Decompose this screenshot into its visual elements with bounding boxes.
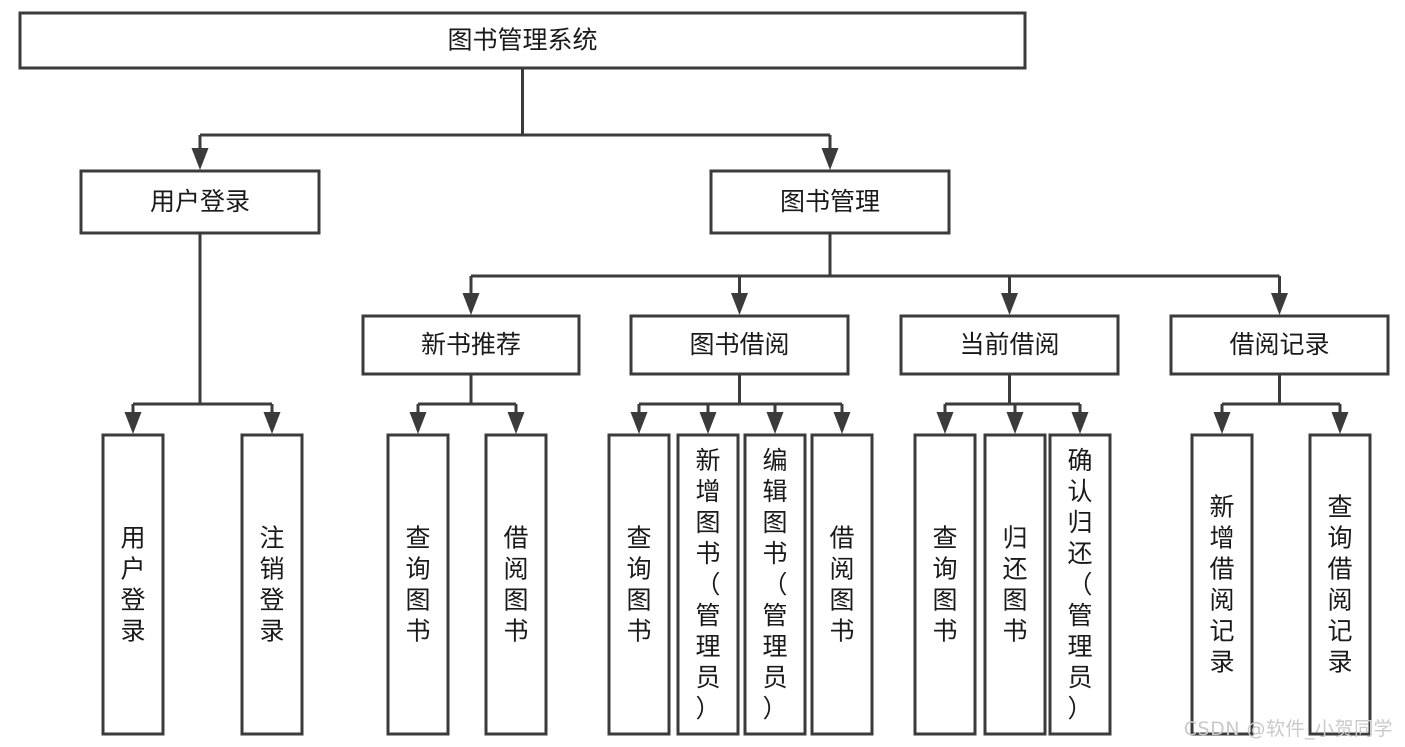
node-box[interactable] xyxy=(810,433,874,736)
node-label: 编辑图书（管理员） xyxy=(762,446,787,723)
node-leaf-query-book-3[interactable]: 查询图书 xyxy=(913,433,977,736)
arrow-head-icon xyxy=(1331,412,1349,434)
node-borrow-record[interactable]: 借阅记录 xyxy=(1169,314,1390,376)
node-label: 查询图书 xyxy=(932,524,957,646)
node-label: 注销登录 xyxy=(259,524,284,646)
arrow-head-icon xyxy=(1001,293,1018,315)
node-box[interactable] xyxy=(101,433,165,736)
connector-group xyxy=(1213,374,1349,434)
node-box[interactable] xyxy=(743,433,807,736)
arrow-head-icon xyxy=(630,412,648,434)
node-box[interactable] xyxy=(607,433,671,736)
node-label: 图书借阅 xyxy=(689,330,789,359)
connector-group xyxy=(409,374,525,434)
node-leaf-add-record[interactable]: 新增借阅记录 xyxy=(1190,433,1254,736)
connector-group xyxy=(462,233,1288,315)
node-box[interactable] xyxy=(18,11,1027,70)
node-current-borrow[interactable]: 当前借阅 xyxy=(899,314,1120,376)
arrow-head-icon xyxy=(821,148,839,170)
node-box[interactable] xyxy=(1308,433,1372,736)
arrow-head-icon xyxy=(936,412,954,434)
node-leaf-logout[interactable]: 注销登录 xyxy=(240,433,304,736)
node-user-login[interactable]: 用户登录 xyxy=(79,169,321,235)
arrow-head-icon xyxy=(1271,293,1288,315)
node-leaf-borrow-book-2[interactable]: 借阅图书 xyxy=(810,433,874,736)
node-label: 用户登录 xyxy=(120,524,145,646)
node-box[interactable] xyxy=(899,314,1120,376)
node-label: 借阅图书 xyxy=(503,524,528,646)
arrow-head-icon xyxy=(1006,412,1024,434)
node-new-book-recommend[interactable]: 新书推荐 xyxy=(361,314,581,376)
node-root[interactable]: 图书管理系统 xyxy=(18,11,1027,70)
node-leaf-borrow-book-1[interactable]: 借阅图书 xyxy=(484,433,548,736)
node-label: 查询图书 xyxy=(626,524,651,646)
node-box[interactable] xyxy=(484,433,548,736)
arrow-head-icon xyxy=(833,412,851,434)
node-label: 用户登录 xyxy=(150,187,250,216)
arrow-head-icon xyxy=(1213,412,1231,434)
node-label: 查询借阅记录 xyxy=(1327,493,1352,677)
arrow-head-icon xyxy=(263,412,281,434)
node-box[interactable] xyxy=(1048,433,1112,736)
node-book-manage[interactable]: 图书管理 xyxy=(709,169,951,235)
node-label: 归还图书 xyxy=(1002,524,1027,646)
node-box[interactable] xyxy=(629,314,850,376)
connector-group xyxy=(936,374,1089,434)
connector-group xyxy=(630,374,851,434)
node-box[interactable] xyxy=(983,433,1047,736)
node-box[interactable] xyxy=(1190,433,1254,736)
node-label: 查询图书 xyxy=(405,524,430,646)
node-leaf-user-login[interactable]: 用户登录 xyxy=(101,433,165,736)
node-leaf-confirm-return[interactable]: 确认归还（管理员） xyxy=(1048,433,1112,736)
node-label: 新增借阅记录 xyxy=(1209,493,1234,677)
connector-layer xyxy=(124,68,1349,434)
node-label: 新增图书（管理员） xyxy=(695,446,720,723)
arrow-head-icon xyxy=(731,293,748,315)
node-leaf-query-record[interactable]: 查询借阅记录 xyxy=(1308,433,1372,736)
node-leaf-edit-book[interactable]: 编辑图书（管理员） xyxy=(743,433,807,736)
node-label: 确认归还（管理员） xyxy=(1067,446,1092,723)
node-label: 当前借阅 xyxy=(959,330,1059,359)
arrow-head-icon xyxy=(699,412,717,434)
node-label: 借阅图书 xyxy=(829,524,854,646)
node-leaf-query-book-2[interactable]: 查询图书 xyxy=(607,433,671,736)
arrow-head-icon xyxy=(766,412,784,434)
connector-group xyxy=(191,68,839,170)
node-layer: 图书管理系统用户登录图书管理新书推荐图书借阅当前借阅借阅记录用户登录注销登录查询… xyxy=(18,11,1390,736)
arrow-head-icon xyxy=(1071,412,1089,434)
node-box[interactable] xyxy=(386,433,450,736)
node-book-borrow[interactable]: 图书借阅 xyxy=(629,314,850,376)
node-box[interactable] xyxy=(1169,314,1390,376)
arrow-head-icon xyxy=(191,148,209,170)
node-label: 借阅记录 xyxy=(1229,330,1329,359)
node-box[interactable] xyxy=(676,433,740,736)
node-leaf-return-book[interactable]: 归还图书 xyxy=(983,433,1047,736)
node-box[interactable] xyxy=(709,169,951,235)
arrow-head-icon xyxy=(507,412,525,434)
node-leaf-add-book[interactable]: 新增图书（管理员） xyxy=(676,433,740,736)
arrow-head-icon xyxy=(462,293,480,315)
connector-group xyxy=(124,233,281,434)
node-box[interactable] xyxy=(79,169,321,235)
node-label: 图书管理 xyxy=(780,187,880,216)
node-label: 图书管理系统 xyxy=(447,26,597,55)
arrow-head-icon xyxy=(409,412,427,434)
node-leaf-query-book-1[interactable]: 查询图书 xyxy=(386,433,450,736)
node-box[interactable] xyxy=(240,433,304,736)
node-label: 新书推荐 xyxy=(421,330,521,359)
node-box[interactable] xyxy=(913,433,977,736)
node-box[interactable] xyxy=(361,314,581,376)
arrow-head-icon xyxy=(124,412,142,434)
